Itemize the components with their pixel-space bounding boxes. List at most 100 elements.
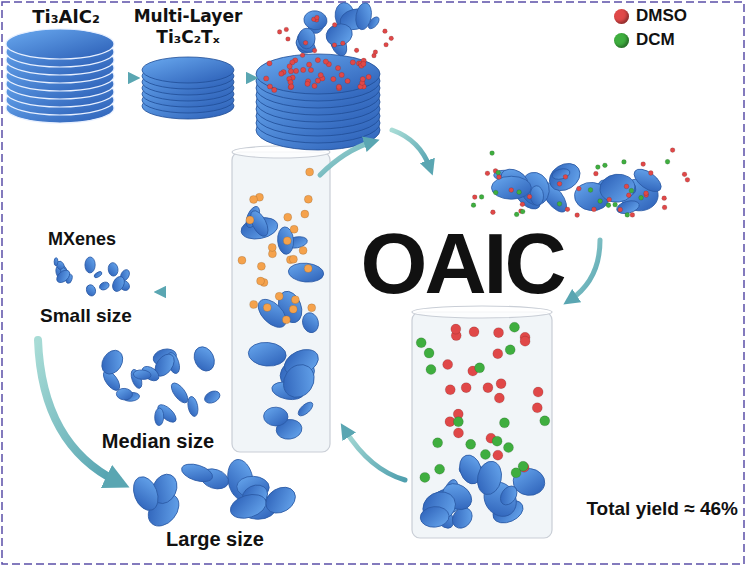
molecule-dot: [420, 472, 430, 482]
mxene-flake: [110, 275, 126, 294]
mxene-flake: [277, 359, 320, 404]
molecule-dot: [263, 304, 271, 312]
molecule-dot: [575, 213, 580, 218]
molecule-dot: [335, 65, 340, 70]
molecule-dot: [312, 83, 317, 88]
molecule-dot: [305, 81, 310, 86]
legend-swatch: [614, 33, 629, 48]
molecule-dot: [639, 195, 644, 200]
molecule-dot: [606, 203, 611, 208]
mxene-flake: [227, 490, 269, 522]
molecule-dot: [629, 188, 634, 193]
legend-swatch: [614, 9, 629, 24]
molecule-dot: [494, 393, 504, 403]
molecule-dot: [416, 338, 426, 348]
mxene-flake: [129, 473, 163, 514]
molecule-dot: [565, 207, 570, 212]
molecule-dot: [306, 168, 314, 176]
mxene-flake: [98, 281, 110, 292]
molecule-dot: [493, 450, 503, 460]
molecule-dot: [373, 50, 378, 55]
molecule-dot: [435, 464, 445, 474]
molecule-dot: [509, 322, 519, 332]
mxene-flake: [190, 344, 218, 375]
molecule-dot: [250, 195, 258, 203]
molecule-dot: [443, 359, 453, 369]
mxene-flake: [323, 21, 355, 49]
molecule-dot: [630, 213, 635, 218]
molecule-dot: [339, 72, 344, 77]
molecule-dot: [497, 175, 502, 180]
molecule-dot: [520, 209, 525, 214]
mxene-flake: [116, 388, 133, 401]
molecule-dot: [299, 246, 307, 254]
molecule-dot: [624, 184, 629, 189]
molecule-dot: [665, 159, 670, 164]
molecule-dot: [471, 203, 476, 208]
intercalated-sheet: [256, 54, 380, 94]
molecule-dot: [685, 177, 690, 182]
size-label: Median size: [83, 430, 233, 452]
molecule-dot: [532, 403, 542, 413]
mxene-flake: [168, 380, 191, 405]
molecule-dot: [466, 439, 476, 449]
molecule-dot: [318, 73, 323, 78]
mxene-flake: [93, 271, 103, 279]
legend-item: DMSO: [614, 6, 687, 26]
molecule-dot: [384, 42, 389, 47]
molecule-dot: [563, 174, 568, 179]
molecule-dot: [304, 195, 312, 203]
molecule-dot: [331, 76, 336, 81]
mxene-flake: [551, 167, 571, 181]
molecule-dot: [277, 30, 282, 35]
molecule-dot: [424, 348, 434, 358]
molecule-dot: [613, 202, 618, 207]
molecule-dot: [308, 67, 313, 72]
molecule-dot: [303, 41, 308, 46]
mxene-flake: [288, 262, 325, 284]
molecule-dot: [603, 163, 608, 168]
molecule-dot: [307, 62, 312, 67]
molecule-dot: [453, 417, 463, 427]
molecule-dot: [272, 87, 277, 92]
molecule-dot: [279, 71, 284, 76]
size-label: Small size: [21, 306, 151, 327]
molecule-dot: [493, 190, 498, 195]
mxene-flake: [54, 258, 58, 266]
molecule-dot: [315, 78, 320, 83]
beakers: [232, 146, 552, 538]
mxene-flake: [85, 257, 96, 273]
max-layer: [6, 29, 114, 59]
molecule-dot: [268, 243, 276, 251]
molecule-dot: [453, 428, 463, 438]
molecule-dot: [289, 84, 294, 89]
molecule-dot: [250, 300, 258, 308]
molecule-dot: [282, 316, 290, 324]
mxene-flake: [296, 400, 315, 418]
legend-text: DCM: [636, 30, 675, 50]
molecule-dot: [284, 27, 289, 32]
molecule-dot: [592, 207, 597, 212]
mxene-flake: [263, 407, 288, 427]
mxene-flake: [298, 28, 316, 49]
molecule-dot: [625, 213, 630, 218]
molecule-dot: [275, 292, 283, 300]
molecule-dot: [361, 61, 366, 66]
molecule-dot: [533, 387, 543, 397]
mxene-flake: [491, 176, 531, 199]
molecule-dot: [287, 64, 292, 69]
beaker: [412, 312, 552, 538]
molecule-dot: [451, 324, 461, 334]
molecule-dot: [514, 212, 519, 217]
multilayer-label: Multi-Layer Ti₃C₂Tₓ: [126, 6, 250, 49]
process-arrow: [38, 340, 118, 482]
molecule-dot: [286, 37, 291, 42]
mxene-flake: [300, 311, 320, 334]
molecule-dot: [445, 385, 455, 395]
process-arrow: [392, 130, 430, 168]
molecule-dot: [511, 468, 521, 478]
mxene-flake: [107, 262, 118, 277]
yield-note: Total yield ≈ 46%: [586, 498, 738, 521]
molecule-dot: [267, 61, 272, 66]
